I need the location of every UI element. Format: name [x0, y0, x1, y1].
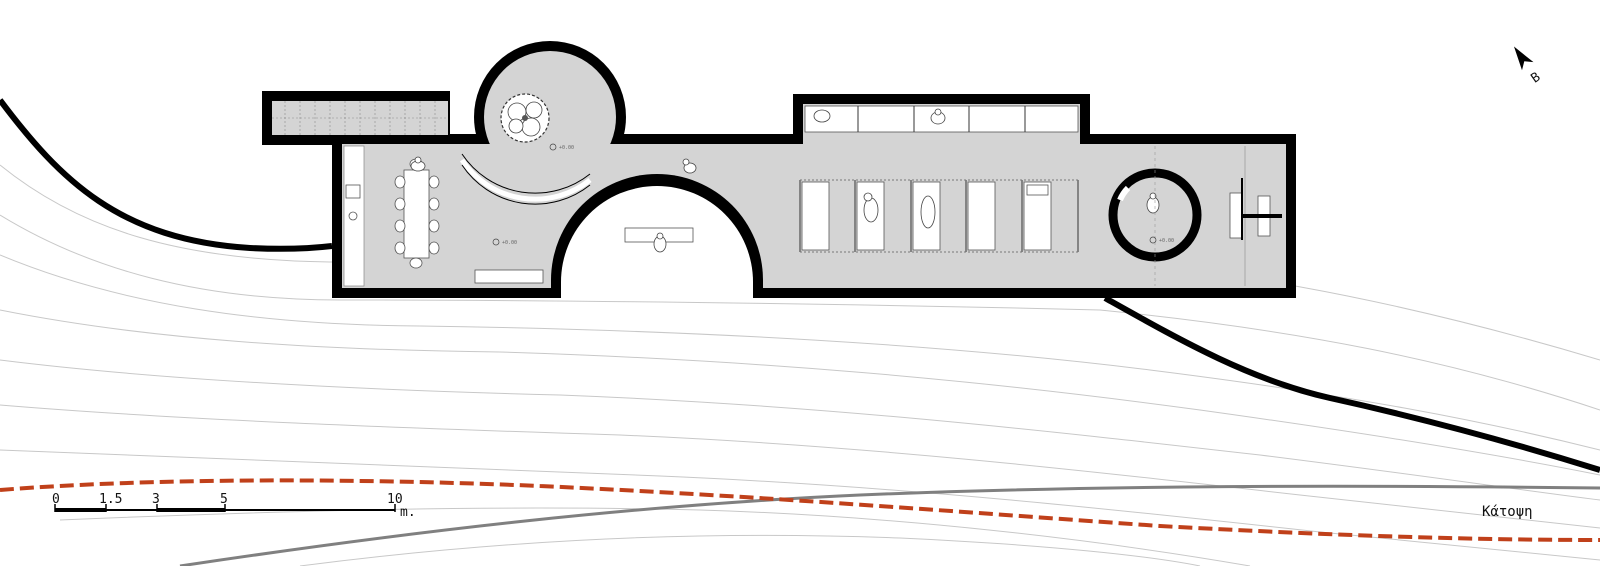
level-marks: +0.00 +0.00 +0.00 [492, 143, 1174, 246]
contour-line [59, 507, 1251, 566]
scale-bar: 0 1.5 3 5 10 m. [52, 492, 416, 520]
tree-symbol [500, 93, 550, 143]
scale-tick-label: 5 [220, 492, 228, 507]
contour-line [299, 534, 1201, 566]
level-mark-text: +0.00 [559, 145, 574, 151]
north-label: Β [1528, 70, 1543, 87]
floor-cylinder [484, 51, 616, 183]
north-arrow: Β [1513, 46, 1544, 87]
level-mark-text: +0.00 [1159, 238, 1174, 244]
drawing-title: Κάτοψη [1482, 504, 1533, 520]
contour-line [0, 359, 1600, 501]
dining-table [403, 169, 430, 259]
cylinder-threshold [459, 158, 592, 202]
scale-tick-label: 3 [152, 492, 160, 507]
round-room-opening [1117, 185, 1131, 202]
bench [474, 269, 544, 284]
furniture [345, 105, 1271, 284]
bed-partitions [799, 106, 1079, 253]
contour-line [0, 254, 1600, 451]
property-boundary-dashed [0, 478, 1600, 542]
bed [801, 181, 830, 251]
terrain-line-right [1103, 295, 1600, 473]
scale-tick-label: 0 [52, 492, 60, 507]
road-line [179, 484, 1600, 566]
contour-line [0, 214, 1600, 411]
scale-unit-label: m. [400, 505, 416, 520]
contour-line [0, 449, 1600, 561]
scale-tick-label: 1.5 [99, 492, 122, 507]
people-figures [410, 108, 1160, 253]
contour-line [0, 309, 1600, 476]
staircase-treads [272, 101, 448, 135]
level-mark-text: +0.00 [502, 240, 517, 246]
terrain-line-left [0, 98, 333, 252]
contour-line [0, 404, 1600, 529]
storage-units [804, 105, 1079, 133]
scale-tick-label: 10 [387, 492, 403, 507]
bed [967, 181, 996, 251]
